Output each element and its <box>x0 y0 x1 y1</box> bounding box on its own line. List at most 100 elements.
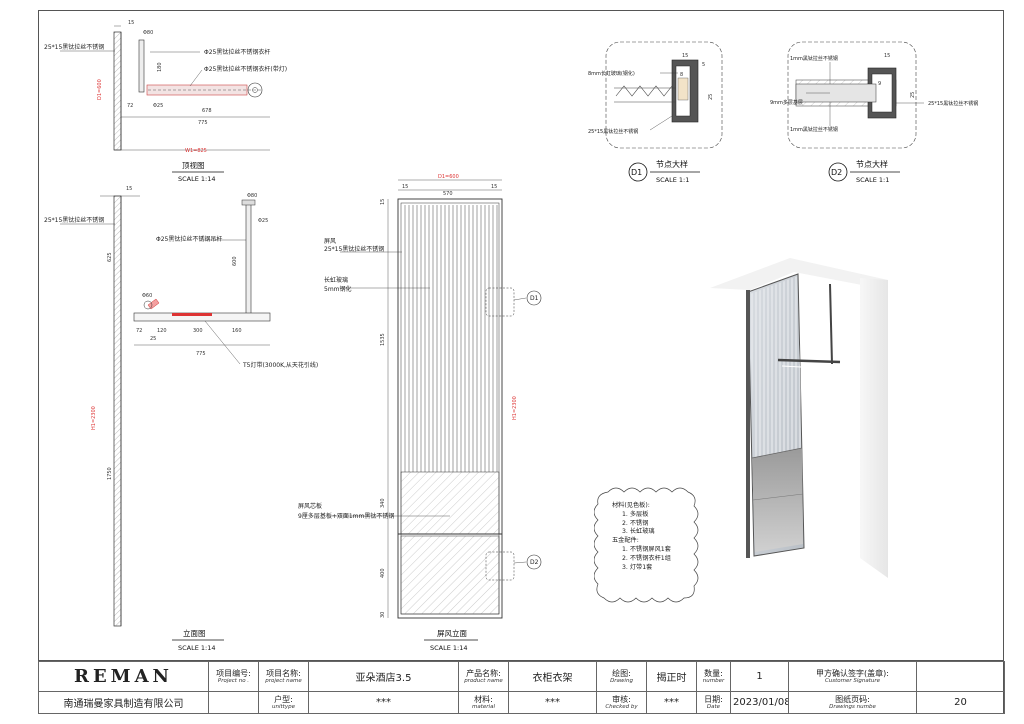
notes-item-2: 2. 不锈钢 <box>622 519 649 527</box>
core-panel-lower <box>400 535 500 615</box>
dim-screen-1535: 1535 <box>380 333 386 346</box>
notes-hw-item-1: 1. 不锈钢屏风1套 <box>622 545 671 553</box>
elevation-title: 立面图 <box>183 628 206 638</box>
node-detail-d1: 15 8 5 25 8mm长虹玻璃(钢化) 25*15黑钛拉丝不锈钢 D1 节点… <box>588 41 723 184</box>
date-label: 日期: <box>704 695 723 705</box>
notes-item-3: 3. 长虹玻璃 <box>622 528 655 536</box>
screen-elevation: D1=600 15 570 15 15 1535 340 400 30 H1=2… <box>298 174 542 652</box>
label-d2-steel: 25*15黑钛拉丝不锈钢 <box>928 100 978 107</box>
label-elev-led: T5灯带(3000K,从天花引线) <box>242 361 318 369</box>
node-d1-scale: SCALE 1:1 <box>656 176 689 184</box>
notes-hw-title: 五金配件: <box>612 537 639 545</box>
dim-top-678: 678 <box>202 108 212 114</box>
label-top-steel: 25*15黑钛拉丝不锈钢 <box>44 43 104 51</box>
dim-elev-2300: H1=2300 <box>91 406 97 430</box>
quantity-value: 1 <box>730 660 789 693</box>
dim-d1-8: 8 <box>680 72 683 78</box>
material-value: *** <box>508 691 597 714</box>
screen-scale: SCALE 1:14 <box>430 644 468 652</box>
dim-top-72: 72 <box>127 103 133 109</box>
customer-sign-label-en: Customer Signature <box>824 678 881 685</box>
checked-label-en: Checked by <box>605 704 638 711</box>
product-name-label-en: product name <box>464 678 503 685</box>
callout-d1: D1 <box>530 295 539 302</box>
dim-elev-25b: 25 <box>150 336 156 342</box>
dim-d2-9: 9 <box>878 81 881 87</box>
elevation-screen-frame <box>113 195 122 627</box>
label-top-rod1: Φ25黑钛拉丝不锈钢衣杆 <box>204 48 270 56</box>
page-label-en: Drawings numbe <box>829 704 876 711</box>
notes-title: 材料(见色板): <box>612 502 650 509</box>
label-d1-glass: 8mm长虹玻璃(钢化) <box>588 70 635 77</box>
dim-top-775: 775 <box>198 120 208 126</box>
notes-cloud <box>594 487 699 603</box>
dim-screen-2300: H1=2300 <box>512 396 518 420</box>
node-detail-d2: 15 9 25 1mm黑钛拉丝不锈钢 9mm多层基层 1mm黑钛拉丝不锈钢 25… <box>770 41 978 184</box>
label-d1-steel: 25*15黑钛拉丝不锈钢 <box>588 128 638 135</box>
project-name-label: 项目名称: <box>266 669 301 679</box>
dim-top-25: Φ25 <box>153 103 163 109</box>
led-strip <box>172 313 212 316</box>
dim-screen-15a: 15 <box>402 184 408 190</box>
elevation-scale: SCALE 1:14 <box>178 644 216 652</box>
product-name-label: 产品名称: <box>466 669 501 679</box>
top-view-scale: SCALE 1:14 <box>178 175 216 183</box>
screen-title: 屏风立面 <box>437 628 467 638</box>
page-value: 20 <box>916 691 1005 714</box>
node-d1-tag: D1 <box>631 168 642 177</box>
label-screen-glass2: 5mm钢化 <box>324 285 352 293</box>
title-block: REMAN 项目编号:Project no . 项目名称:project nam… <box>38 660 1005 714</box>
brand-logo: REMAN <box>38 660 209 693</box>
dim-top-825: W1=825 <box>185 148 207 154</box>
project-name-label-en: project name <box>265 678 302 685</box>
material-label: 材料: <box>474 695 493 705</box>
unit-type-value: *** <box>308 691 459 714</box>
dim-d1-5: 5 <box>702 62 705 68</box>
dim-elev-300: 300 <box>193 328 203 334</box>
dim-d2-15: 15 <box>884 53 890 59</box>
dim-screen-400: 400 <box>380 568 386 578</box>
dim-elev-60: Φ60 <box>142 293 152 299</box>
elevation-hang-rod <box>245 203 252 315</box>
unit-type-label: 户型: <box>274 695 293 705</box>
dim-screen-340: 340 <box>380 498 386 508</box>
dim-top-15: 15 <box>128 20 134 26</box>
dim-d1-25: 25 <box>708 94 714 100</box>
node-d2-tag: D2 <box>831 168 842 177</box>
drawing-value: 揭正时 <box>646 660 697 693</box>
project-name-value: 亚朵酒店3.5 <box>308 660 459 693</box>
dim-top-180: 180 <box>157 62 163 72</box>
label-d2-board: 9mm多层基层 <box>770 99 803 106</box>
dim-d1-15: 15 <box>682 53 688 59</box>
node-d2-scale: SCALE 1:1 <box>856 176 889 184</box>
label-top-rod2: Φ25黑钛拉丝不锈钢衣杆(带灯) <box>204 65 287 73</box>
dim-elev-600: 600 <box>232 256 238 266</box>
dim-elev-25: Φ25 <box>258 218 268 224</box>
top-view-screen-frame <box>113 31 122 151</box>
dim-elev-72: 72 <box>136 328 142 334</box>
unit-type-label-en: unittype <box>272 704 295 711</box>
label-screen-frame1: 屏风 <box>324 238 336 245</box>
technical-drawing: 15 Φ80 D1=600 72 Φ25 678 775 W1=825 180 … <box>44 20 978 652</box>
callout-d2: D2 <box>530 559 539 566</box>
dim-elev-120: 120 <box>157 328 167 334</box>
dim-screen-570: 570 <box>443 191 453 197</box>
top-view-post <box>138 39 145 93</box>
label-screen-frame2: 25*15黑钛拉丝不锈钢 <box>324 245 384 253</box>
dim-elev-1750: 1750 <box>107 467 113 480</box>
dim-screen-600: D1=600 <box>438 174 459 180</box>
label-d2-top: 1mm黑钛拉丝不锈钢 <box>790 55 838 62</box>
screen-outer-frame <box>397 198 503 619</box>
checked-value: *** <box>646 691 697 714</box>
notes-item-1: 1. 多层板 <box>622 510 649 518</box>
dim-d2-25: 25 <box>910 92 916 98</box>
label-elev-hang: Φ25黑钛拉丝不锈钢吊杆 <box>156 235 222 243</box>
dim-elev-625: 625 <box>107 252 113 262</box>
drawing-label-en: Drawing <box>610 678 633 685</box>
top-view-title: 顶视图 <box>182 160 205 170</box>
material-label-en: material <box>472 704 495 711</box>
project-no-label: 项目编号: <box>216 669 251 679</box>
quantity-label: 数量: <box>704 669 723 679</box>
label-d2-bottom: 1mm黑钛拉丝不锈钢 <box>790 126 838 133</box>
dim-elev-160: 160 <box>232 328 242 334</box>
